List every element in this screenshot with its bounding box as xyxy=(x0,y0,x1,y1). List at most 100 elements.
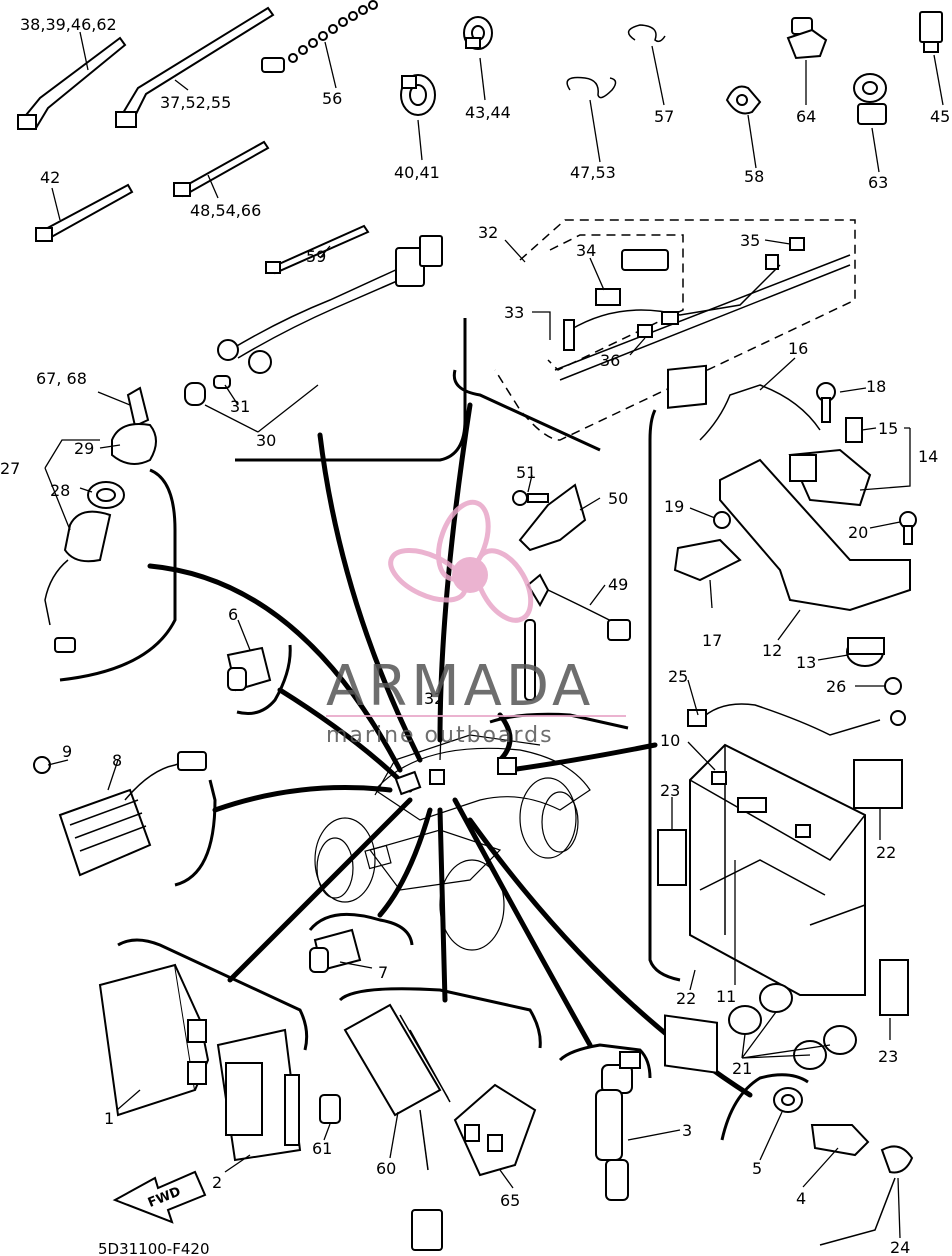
callout-64: 64 xyxy=(796,107,816,126)
cap-24 xyxy=(880,1145,914,1174)
bolt-26 xyxy=(884,677,902,695)
leader-lines xyxy=(44,31,944,1239)
callout-58: 58 xyxy=(744,167,764,186)
bolt-51 xyxy=(512,490,528,506)
spark-plug-4 xyxy=(773,1087,914,1246)
callout-3: 3 xyxy=(682,1121,692,1140)
callout-43-44: 43,44 xyxy=(465,103,511,122)
bracket-assembly xyxy=(667,364,917,695)
callout-49: 49 xyxy=(608,575,628,594)
callout-22-right: 22 xyxy=(876,843,896,862)
tie-48-head xyxy=(173,182,191,197)
bolt-9 xyxy=(33,756,51,774)
callout-20: 20 xyxy=(848,523,868,542)
callout-59: 59 xyxy=(306,247,326,266)
callout-47-53: 47,53 xyxy=(570,163,616,182)
tie-59-head xyxy=(265,261,281,274)
clamp-43 xyxy=(463,16,493,50)
callout-34: 34 xyxy=(576,241,596,260)
callout-33: 33 xyxy=(504,303,524,322)
cdi-unit-1 xyxy=(98,963,210,1117)
callout-51: 51 xyxy=(516,463,536,482)
callout-5: 5 xyxy=(752,1159,762,1178)
lead-wire-30 xyxy=(184,235,443,406)
callout-8: 8 xyxy=(112,751,122,770)
main-switch-27 xyxy=(44,386,157,653)
tie-42-head xyxy=(35,227,53,242)
callout-32-top: 32 xyxy=(478,223,498,242)
group-brackets xyxy=(59,318,809,1141)
callout-32-mid: 32 xyxy=(424,689,444,708)
switch-6 xyxy=(226,646,272,692)
callout-26: 26 xyxy=(826,677,846,696)
tie-38 xyxy=(20,36,127,130)
callout-10: 10 xyxy=(660,731,680,750)
relay-unit-34 xyxy=(621,249,669,271)
pad-22-left xyxy=(664,1014,718,1074)
coupler-35 xyxy=(765,254,779,270)
cap-29 xyxy=(111,423,157,465)
callout-56: 56 xyxy=(322,89,342,108)
callout-30: 30 xyxy=(256,431,276,450)
pad-23-right xyxy=(879,959,909,1016)
callout-23-right: 23 xyxy=(878,1047,898,1066)
callout-31: 31 xyxy=(230,397,250,416)
coupler-32-mid xyxy=(394,757,517,796)
watermark-brand: ARMADA xyxy=(326,654,594,719)
terminal-33 xyxy=(563,319,575,351)
tie-38-head xyxy=(17,114,37,130)
clip-64 xyxy=(786,17,828,60)
battery-11 xyxy=(657,703,909,1074)
figure-code: 5D31100-F420 xyxy=(98,1240,209,1256)
callout-18: 18 xyxy=(866,377,886,396)
clip-19 xyxy=(713,511,731,529)
cap-36 xyxy=(637,324,653,338)
cable-ties-and-clamps xyxy=(17,0,943,275)
grommet-40 xyxy=(400,74,436,116)
callout-63: 63 xyxy=(868,173,888,192)
clip-57 xyxy=(627,24,666,43)
callout-61: 61 xyxy=(312,1139,332,1158)
unit-17 xyxy=(673,538,742,582)
callout-6: 6 xyxy=(228,605,238,624)
callout-4: 4 xyxy=(796,1189,806,1208)
callout-37-52-55: 37,52,55 xyxy=(160,93,231,112)
callout-60: 60 xyxy=(376,1159,396,1178)
bracket-50 xyxy=(518,483,587,552)
sensor-3 xyxy=(595,1051,641,1201)
fuse-15 xyxy=(845,417,863,443)
coupler-36 xyxy=(661,311,679,325)
watermark: ARMADA marine outboards xyxy=(326,499,626,748)
clip-63 xyxy=(853,73,887,125)
callout-16: 16 xyxy=(788,339,808,358)
callout-17: 17 xyxy=(702,631,722,650)
cover-16 xyxy=(667,364,707,409)
pad-23-left xyxy=(657,829,687,886)
callout-67-68: 67, 68 xyxy=(36,369,87,388)
bolt-61 xyxy=(319,1094,341,1124)
propeller-logo xyxy=(388,499,534,623)
pad-22-right xyxy=(853,759,903,809)
key-67 xyxy=(126,386,150,428)
callout-27: 27 xyxy=(0,459,20,478)
callout-36: 36 xyxy=(600,351,620,370)
sensor-49 xyxy=(512,483,631,701)
callout-labels: 38,39,46,62 37,52,55 56 43,44 57 64 45 4… xyxy=(0,15,950,1256)
harness-lines xyxy=(147,402,753,1098)
callout-57: 57 xyxy=(654,107,674,126)
callout-2: 2 xyxy=(212,1173,222,1192)
callout-48-54-66: 48,54,66 xyxy=(190,201,261,220)
rectifier-8 xyxy=(33,751,207,877)
callout-11: 11 xyxy=(716,987,736,1006)
callout-13: 13 xyxy=(796,653,816,672)
callout-45: 45 xyxy=(930,107,950,126)
callout-42: 42 xyxy=(40,168,60,187)
callout-1: 1 xyxy=(104,1109,114,1128)
callout-9: 9 xyxy=(62,742,72,761)
wire-sub-harness-group xyxy=(494,219,856,441)
callout-12: 12 xyxy=(762,641,782,660)
cap-35 xyxy=(789,237,805,251)
callout-14: 14 xyxy=(918,447,938,466)
switch-7 xyxy=(309,928,362,973)
